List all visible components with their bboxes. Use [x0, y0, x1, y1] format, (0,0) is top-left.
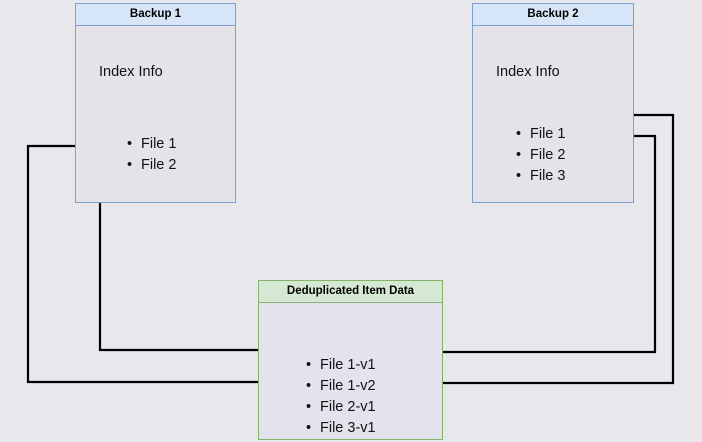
list-item[interactable]: File 3: [514, 166, 565, 187]
backup1-body: Index Info File 1 File 2: [76, 26, 235, 202]
dedup-file-list: File 1-v1 File 1-v2 File 2-v1 File 3-v1: [304, 355, 376, 439]
backup2-title: Backup 2: [473, 4, 633, 26]
list-item[interactable]: File 1: [514, 124, 565, 145]
dedup-title: Deduplicated Item Data: [259, 281, 442, 303]
backup1-box[interactable]: Backup 1 Index Info File 1 File 2: [75, 3, 236, 203]
list-item[interactable]: File 2: [125, 155, 176, 176]
backup1-index-label: Index Info: [99, 64, 163, 80]
list-item[interactable]: File 1: [125, 134, 176, 155]
backup1-title: Backup 1: [76, 4, 235, 26]
list-item[interactable]: File 1-v1: [304, 355, 376, 376]
backup2-file-list: File 1 File 2 File 3: [514, 124, 565, 187]
backup2-box[interactable]: Backup 2 Index Info File 1 File 2 File 3: [472, 3, 634, 203]
deduplicated-item-data-box[interactable]: Deduplicated Item Data File 1-v1 File 1-…: [258, 280, 443, 440]
list-item[interactable]: File 2: [514, 145, 565, 166]
connector-backup2-file1-to-file2v1: [401, 113, 675, 387]
backup1-file-list: File 1 File 2: [125, 134, 176, 176]
list-item[interactable]: File 1-v2: [304, 376, 376, 397]
backup2-body: Index Info File 1 File 2 File 3: [473, 26, 633, 202]
dedup-body: File 1-v1 File 1-v2 File 2-v1 File 3-v1: [259, 303, 442, 439]
list-item[interactable]: File 2-v1: [304, 397, 376, 418]
backup2-index-label: Index Info: [496, 64, 560, 80]
list-item[interactable]: File 3-v1: [304, 418, 376, 439]
